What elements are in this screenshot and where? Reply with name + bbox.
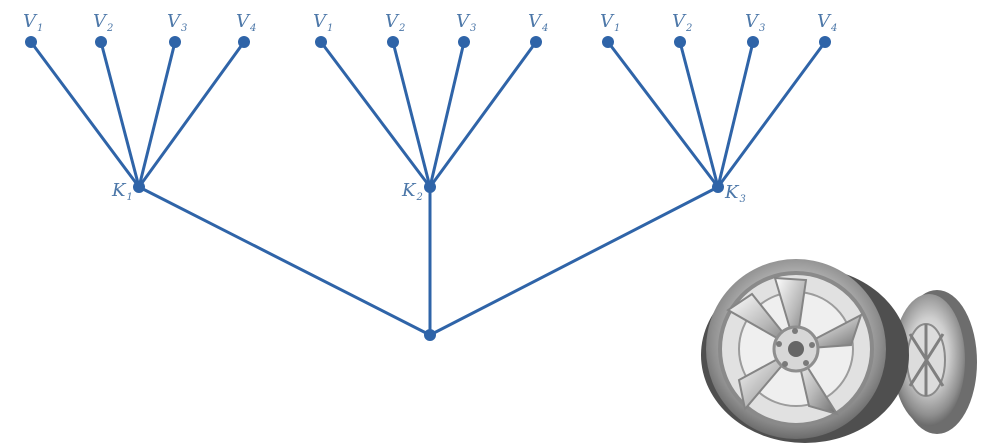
leaf-node-3-1 (602, 36, 614, 48)
leaf-label-3-1: V1 (600, 11, 620, 34)
leaf-label-1-2: V2 (93, 11, 113, 34)
group-label-1-main: K (111, 180, 127, 201)
leaf-node-1-2 (95, 36, 107, 48)
leaf-label-3-4: V4 (817, 11, 837, 34)
leaf-node-2-4 (530, 36, 542, 48)
root-node (424, 329, 436, 341)
leaf-label-3-4-main: V (817, 11, 832, 32)
leaf-node-2-1 (315, 36, 327, 48)
leaf-label-3-2-sub: 2 (685, 23, 692, 34)
leaf-label-2-4-sub: 4 (541, 23, 548, 34)
group-node-2 (424, 181, 436, 193)
leaf-label-3-3-main: V (745, 11, 760, 32)
leaf-label-1-1-sub: 1 (37, 23, 43, 34)
leaf-node-1-1 (25, 36, 37, 48)
leaf-label-2-4-main: V (528, 11, 543, 32)
leaf-node-2-2 (387, 36, 399, 48)
leaf-label-2-1: V1 (313, 11, 333, 34)
leaf-node-3-3 (747, 36, 759, 48)
leaf-label-3-2: V2 (672, 11, 692, 34)
edge-root-to-group-3 (430, 187, 718, 335)
leaf-label-1-3-main: V (167, 11, 182, 32)
leaf-label-3-2-main: V (672, 11, 687, 32)
leaf-label-2-1-main: V (313, 11, 328, 32)
alloy-wheels-image (701, 259, 977, 443)
edge-group-2-to-leaf-2 (393, 42, 430, 187)
group-label-3-main: K (724, 182, 740, 203)
leaf-label-2-3-main: V (456, 11, 471, 32)
leaf-label-2-2: V2 (385, 11, 405, 34)
leaf-node-2-3 (458, 36, 470, 48)
leaf-label-1-2-sub: 2 (106, 23, 113, 34)
group-label-3: K3 (724, 182, 746, 205)
leaf-label-2-2-sub: 2 (398, 23, 405, 34)
group-label-1: K1 (111, 180, 133, 203)
group-label-2: K2 (401, 180, 423, 203)
tree-nodes (25, 36, 831, 341)
leaf-label-2-3: V3 (456, 11, 476, 34)
edge-group-3-to-leaf-1 (608, 42, 718, 187)
edge-group-1-to-leaf-1 (31, 42, 139, 187)
edge-root-to-group-1 (139, 187, 430, 335)
leaf-node-3-2 (674, 36, 686, 48)
leaf-node-3-4 (819, 36, 831, 48)
leaf-label-2-3-sub: 3 (470, 23, 476, 34)
leaf-label-1-3-sub: 3 (181, 23, 187, 34)
leaf-label-1-2-main: V (93, 11, 108, 32)
group-label-2-sub: 2 (415, 192, 422, 203)
leaf-label-2-2-main: V (385, 11, 400, 32)
group-label-2-main: K (401, 180, 417, 201)
leaf-node-1-3 (169, 36, 181, 48)
leaf-label-3-3: V3 (745, 11, 765, 34)
leaf-label-3-1-main: V (600, 11, 615, 32)
leaf-label-1-4: V4 (236, 11, 256, 34)
leaf-node-1-4 (238, 36, 250, 48)
leaf-label-1-1-main: V (23, 11, 38, 32)
leaf-label-2-1-sub: 1 (327, 23, 333, 34)
edge-group-1-to-leaf-2 (101, 42, 139, 187)
leaf-label-2-4: V4 (528, 11, 548, 34)
group-node-3 (712, 181, 724, 193)
edge-group-3-to-leaf-2 (680, 42, 718, 187)
edge-group-1-to-leaf-3 (139, 42, 175, 187)
group-label-1-sub: 1 (126, 192, 132, 203)
group-label-3-sub: 3 (739, 194, 745, 205)
leaf-label-1-3: V3 (167, 11, 187, 34)
leaf-label-1-1: V1 (23, 11, 43, 34)
edge-group-2-to-leaf-1 (321, 42, 430, 187)
leaf-label-1-4-main: V (236, 11, 251, 32)
group-node-1 (133, 181, 145, 193)
leaf-label-3-4-sub: 4 (830, 23, 837, 34)
leaf-label-3-1-sub: 1 (614, 23, 620, 34)
leaf-label-1-4-sub: 4 (249, 23, 256, 34)
leaf-label-3-3-sub: 3 (759, 23, 765, 34)
edge-group-1-to-leaf-4 (139, 42, 244, 187)
